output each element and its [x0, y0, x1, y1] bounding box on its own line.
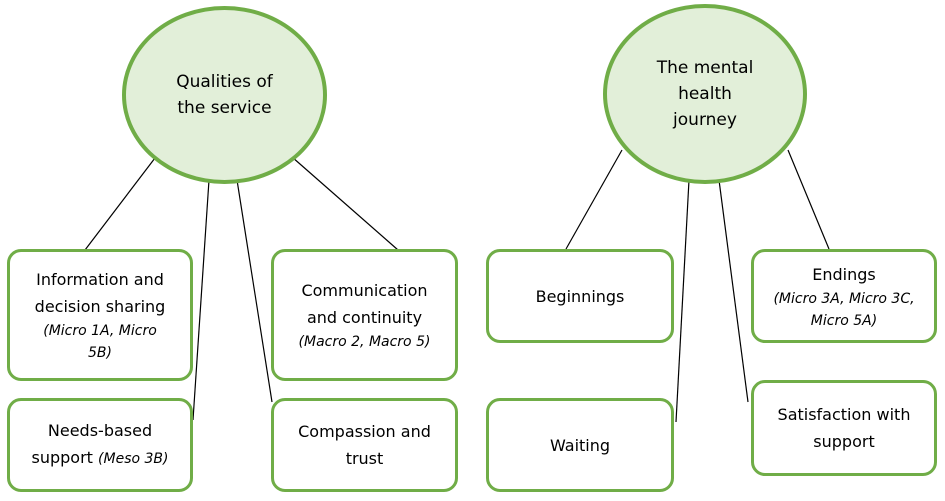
hub-mental-health-journey: The mental health journey: [603, 4, 807, 184]
hub-journey-line1: The mental: [656, 58, 754, 78]
needs-ref: (Meso 3B): [98, 451, 169, 467]
connector-qualities-needs: [192, 179, 210, 421]
box-endings: Endings (Micro 3A, Micro 3C, Micro 5A): [751, 249, 937, 343]
comm-line2: and continuity: [306, 308, 423, 327]
endings-label: Endings: [812, 264, 876, 284]
connector-journey-endings: [787, 149, 830, 250]
hub-journey-line3: journey: [673, 110, 737, 130]
comm-ref: (Macro 2, Macro 5): [298, 334, 431, 350]
connector-journey-beginnings: [565, 149, 623, 250]
info-ref1: (Micro 1A, Micro: [43, 323, 157, 339]
box-compassion-and-trust: Compassion and trust: [271, 398, 458, 492]
needs-line1: Needs-based: [47, 421, 153, 440]
info-line1: Information and: [36, 270, 164, 289]
endings-ref2: Micro 5A): [810, 312, 878, 329]
box-information-and-decision-sharing: Information and decision sharing (Micro …: [7, 249, 193, 381]
hub-journey-line2: health: [678, 84, 732, 104]
box-waiting: Waiting: [486, 398, 674, 492]
comm-line1: Communication: [301, 281, 428, 300]
box-beginnings: Beginnings: [486, 249, 674, 343]
connector-qualities-compassion: [236, 179, 273, 403]
satisfaction-line1: Satisfaction with: [777, 405, 911, 424]
connector-qualities-info: [84, 157, 156, 251]
hub-qualities-line2: the service: [177, 98, 272, 118]
beginnings-label: Beginnings: [535, 286, 625, 306]
waiting-label: Waiting: [549, 435, 611, 455]
satisfaction-line2: support: [813, 432, 875, 451]
box-needs-based-support: Needs-based support (Meso 3B): [7, 398, 193, 492]
compassion-line1: Compassion and: [298, 422, 431, 441]
needs-line2: support: [31, 448, 93, 467]
info-line2: decision sharing: [34, 297, 166, 316]
box-communication-and-continuity: Communication and continuity (Macro 2, M…: [271, 249, 458, 381]
box-satisfaction-with-support: Satisfaction with support: [751, 380, 937, 476]
hub-qualities-of-the-service: Qualities of the service: [122, 6, 327, 184]
connector-journey-satisfaction: [718, 179, 749, 403]
hub-qualities-line1: Qualities of: [176, 72, 273, 92]
connector-journey-waiting: [675, 179, 690, 423]
connector-qualities-comm: [291, 156, 399, 251]
compassion-line2: trust: [345, 449, 384, 468]
endings-ref1: (Micro 3A, Micro 3C,: [773, 290, 915, 307]
info-ref2: 5B): [88, 345, 112, 361]
